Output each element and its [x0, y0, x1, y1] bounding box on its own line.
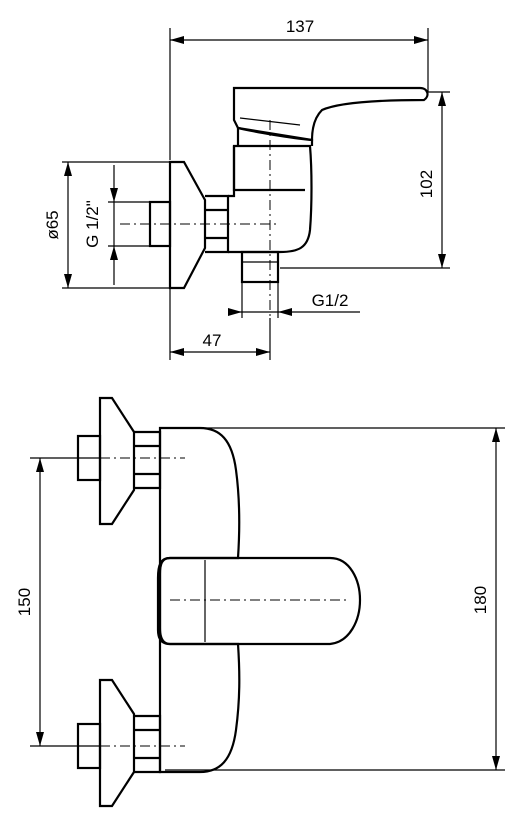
front-view: 150 180 — [15, 396, 505, 808]
lever-front — [158, 556, 362, 646]
dimension-102-label: 102 — [417, 170, 436, 198]
dimension-150: 150 — [15, 457, 100, 747]
lever-side — [232, 86, 429, 142]
mixer-body-front — [156, 426, 241, 774]
side-view: 137 102 ø65 G 1/2" — [43, 17, 450, 360]
dimension-inlet-thread: G 1/2" — [83, 165, 150, 285]
dimension-150-label: 150 — [15, 588, 34, 616]
upper-nut — [134, 430, 162, 490]
dimension-diameter-label: ø65 — [43, 210, 62, 239]
lower-flange-front — [98, 678, 136, 808]
lower-nut — [134, 714, 162, 774]
wall-flange-side — [168, 160, 207, 290]
dimension-inlet-thread-label: G 1/2" — [83, 200, 102, 248]
dimension-137-label: 137 — [286, 17, 314, 36]
dimension-180: 180 — [165, 427, 505, 771]
upper-flange-front — [98, 396, 136, 526]
outlet-connector — [240, 250, 280, 284]
dimension-47: 47 — [169, 288, 271, 360]
mixer-body-side — [228, 144, 313, 254]
dimension-102: 102 — [280, 91, 450, 269]
dimension-180-label: 180 — [471, 586, 490, 614]
dimension-outlet-thread: G1/2 — [228, 282, 360, 318]
mixer-body-collar — [232, 146, 305, 192]
dimension-137: 137 — [169, 17, 429, 160]
dimension-47-label: 47 — [203, 331, 222, 350]
dimension-outlet-thread-label: G1/2 — [312, 291, 349, 310]
dimension-diameter: ø65 — [43, 161, 178, 289]
